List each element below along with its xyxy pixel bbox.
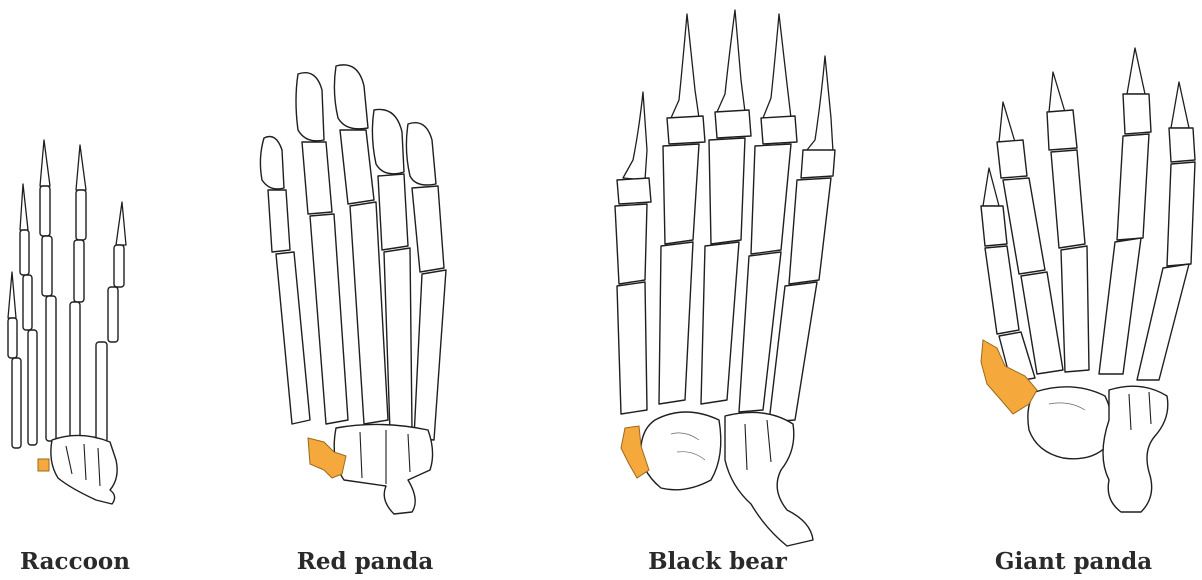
panel-black-bear: Black bear bbox=[575, 0, 860, 580]
black-bear-paw-skeleton bbox=[575, 0, 860, 540]
raccoon-digit-2 bbox=[20, 184, 37, 445]
label-red-panda: Red panda bbox=[240, 548, 490, 575]
raccoon-digit-3 bbox=[40, 140, 56, 441]
red-panda-wrist bbox=[334, 424, 432, 514]
label-raccoon: Raccoon bbox=[0, 548, 150, 575]
red-panda-paw-skeleton bbox=[240, 0, 490, 540]
giant-panda-paw-skeleton bbox=[945, 0, 1202, 540]
black-bear-digit-2 bbox=[659, 14, 705, 404]
label-black-bear: Black bear bbox=[575, 548, 860, 575]
black-bear-wrist bbox=[641, 412, 813, 546]
black-bear-digit-1 bbox=[615, 92, 651, 414]
raccoon-wrist bbox=[51, 435, 117, 504]
panel-red-panda: Red panda bbox=[240, 0, 490, 580]
panel-raccoon: Raccoon bbox=[0, 0, 150, 580]
giant-panda-digit-4 bbox=[1099, 48, 1151, 374]
raccoon-paw-skeleton bbox=[0, 0, 150, 540]
raccoon-radial-sesamoid bbox=[38, 459, 49, 471]
giant-panda-wrist bbox=[1028, 386, 1168, 512]
panel-giant-panda: Giant panda bbox=[945, 0, 1202, 580]
raccoon-digit-1 bbox=[8, 272, 21, 448]
label-giant-panda: Giant panda bbox=[945, 548, 1202, 575]
raccoon-digit-5 bbox=[96, 202, 126, 442]
red-panda-digit-5 bbox=[406, 123, 446, 440]
red-panda-digit-1 bbox=[260, 137, 310, 425]
raccoon-digit-4 bbox=[70, 145, 86, 442]
